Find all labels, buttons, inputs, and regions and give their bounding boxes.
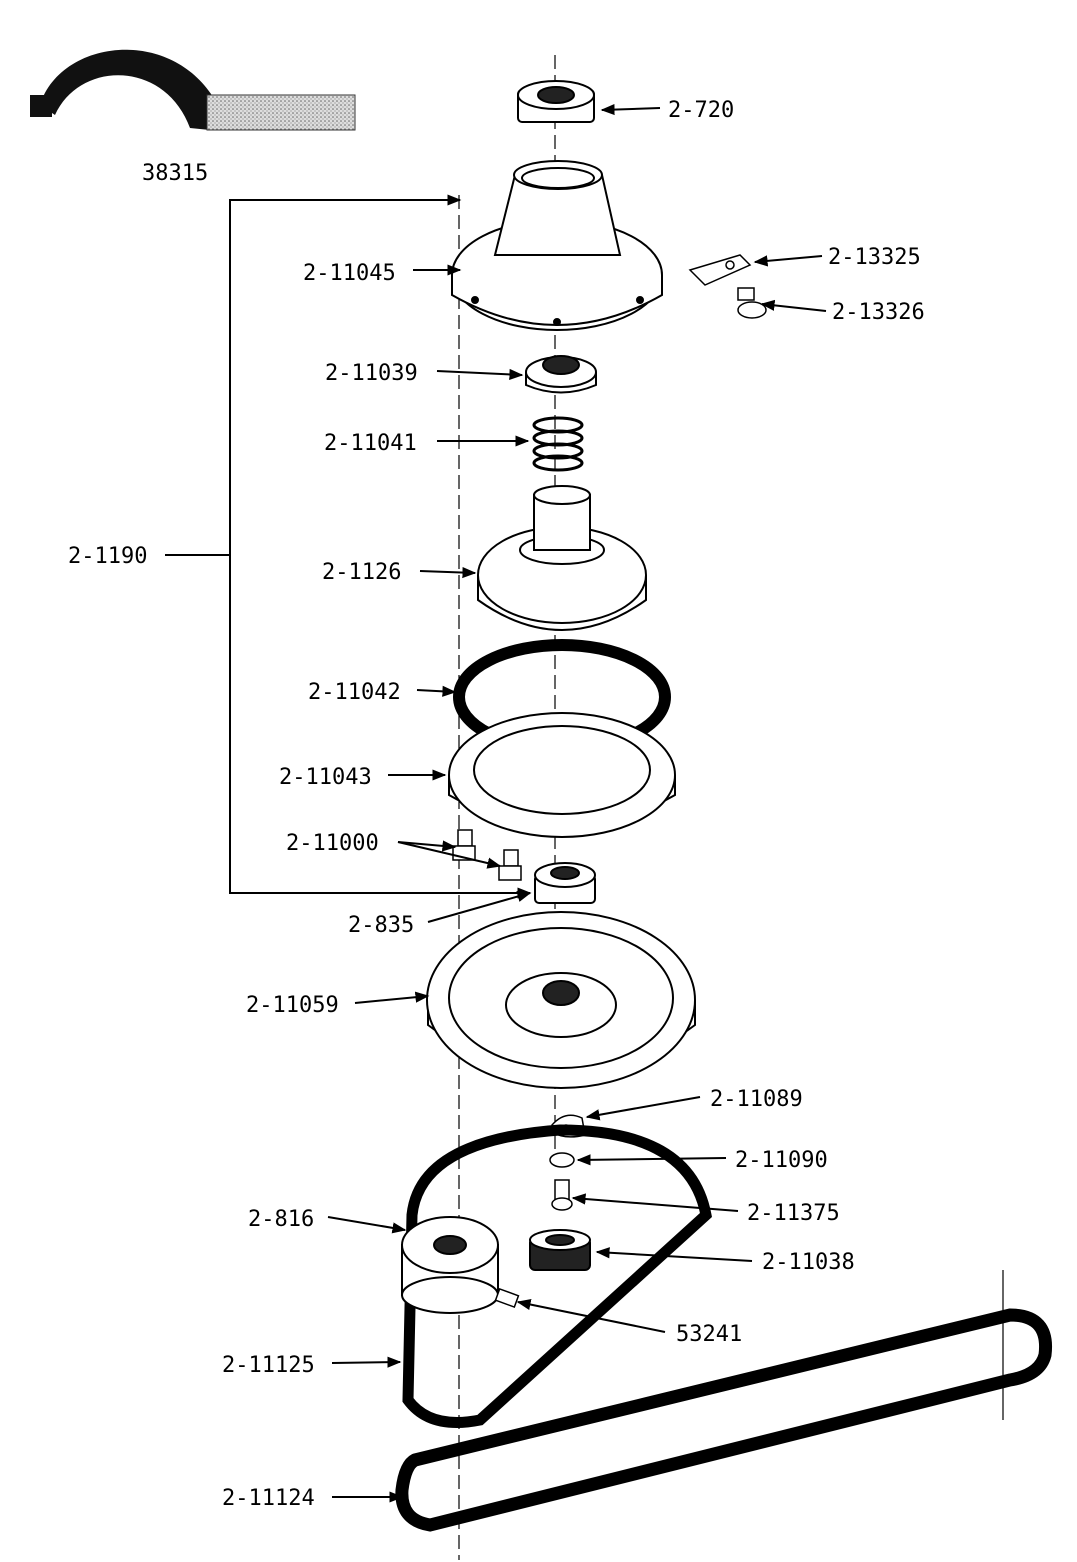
main-pulley-2-11059	[426, 911, 696, 1089]
label-2-11375: 2-11375	[747, 1201, 840, 1226]
set-screws-2-11000	[452, 829, 522, 881]
label-2-11000: 2-11000	[286, 831, 379, 856]
part-labels: 38315 2-720 2-11045 2-13325 2-13326 2-11…	[68, 98, 925, 1511]
label-2-13325: 2-13325	[828, 245, 921, 270]
label-2-11090: 2-11090	[735, 1148, 828, 1173]
bearing-2-835	[534, 862, 596, 904]
bolt-2-11375	[551, 1179, 573, 1211]
label-2-1126: 2-1126	[322, 560, 401, 585]
belt-2-11124	[395, 1308, 1053, 1532]
bearing-2-720	[517, 80, 595, 123]
label-53241: 53241	[676, 1322, 742, 1347]
label-38315: 38315	[142, 161, 208, 186]
assembly-bracket	[165, 194, 532, 899]
belt-2-11125	[402, 1124, 712, 1428]
label-2-11043: 2-11043	[279, 765, 372, 790]
bracket-2-13325	[688, 254, 752, 286]
spring-2-11041	[532, 416, 584, 472]
seal-2-11039	[525, 355, 597, 394]
label-2-835: 2-835	[348, 913, 414, 938]
label-2-11059: 2-11059	[246, 993, 339, 1018]
label-2-720: 2-720	[668, 98, 734, 123]
leader-arrows	[327, 103, 827, 1503]
label-2-1190: 2-1190	[68, 544, 147, 569]
label-2-816: 2-816	[248, 1207, 314, 1232]
label-2-11045: 2-11045	[303, 261, 396, 286]
label-2-11089: 2-11089	[710, 1087, 803, 1112]
spanner-wrench-tool	[30, 49, 356, 131]
set-screw-53241	[494, 1287, 520, 1309]
label-2-11038: 2-11038	[762, 1250, 855, 1275]
label-2-11124: 2-11124	[222, 1486, 315, 1511]
upper-housing-2-11045	[451, 160, 663, 331]
bearing-2-11038	[529, 1229, 591, 1271]
label-2-11125: 2-11125	[222, 1353, 315, 1378]
washer-2-11090	[549, 1152, 575, 1168]
clutch-drum-2-1126	[477, 485, 647, 631]
label-2-11039: 2-11039	[325, 361, 418, 386]
screw-2-13326	[737, 287, 767, 319]
motor-pulley-2-816	[401, 1216, 499, 1314]
ring-2-11043	[448, 712, 676, 838]
label-2-11042: 2-11042	[308, 680, 401, 705]
label-2-13326: 2-13326	[832, 300, 925, 325]
label-2-11041: 2-11041	[324, 431, 417, 456]
